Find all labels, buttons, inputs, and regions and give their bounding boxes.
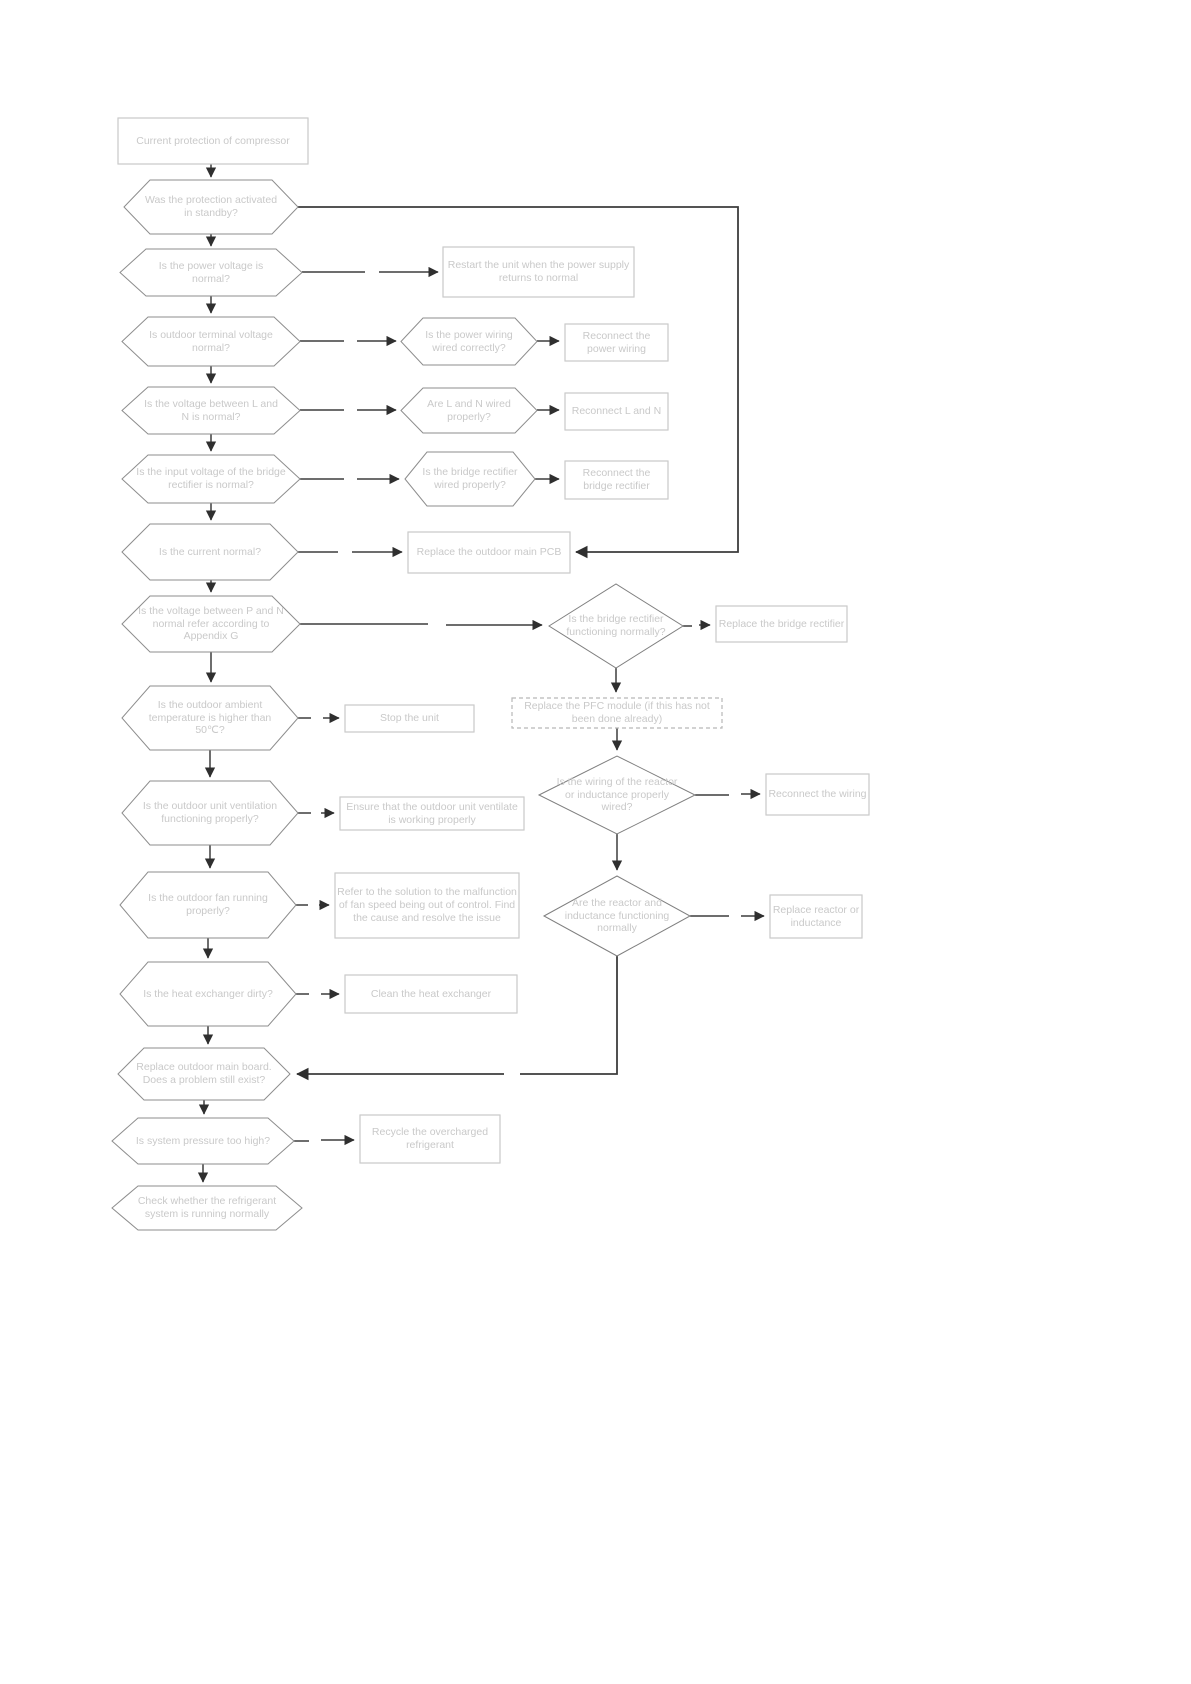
node-pn-shape [121,595,301,653]
node-start-shape [117,117,309,165]
node-replace-pcb-shape [407,531,571,574]
node-standby-shape [123,179,299,235]
node-ambient-shape [121,685,299,751]
node-pressure-shape [111,1117,295,1165]
node-recycle-shape [359,1114,501,1164]
node-reconnect-wiring-shape [765,773,870,816]
node-clean-shape [344,974,518,1014]
node-bridge-func-shape [548,583,684,669]
connector-standby-replacepcb [298,206,739,559]
node-reconnect-ln-shape [564,392,669,431]
node-reactor-func-shape [542,875,692,957]
node-replace-reactor-shape [769,894,863,939]
node-powerwire-shape [400,317,538,366]
node-stop-shape [344,704,475,733]
diamond-node-group [537,583,697,957]
node-heat-shape [119,961,297,1027]
node-ensure-shape [339,796,525,831]
connector-reactorfunc-board-a [520,956,618,1075]
node-bridgewire-shape [404,451,536,507]
node-pfc-shape [511,697,723,729]
node-check-shape [111,1185,303,1231]
node-terminal-shape [121,316,301,367]
node-reconnect-power-shape [564,323,669,362]
node-restart-shape [442,246,635,298]
hex-node-group [111,179,538,1231]
node-power-shape [119,248,303,297]
node-current-shape [121,523,299,581]
node-fan-shape [119,871,297,939]
node-vent-shape [121,780,299,846]
rect-node-group [117,117,870,1164]
node-reactor-wiring-shape [537,755,697,835]
node-reconnect-bridge-shape [564,460,669,500]
node-lnwire-shape [400,387,538,434]
node-replace-bridge-shape [715,605,848,643]
node-refer-shape [334,872,520,939]
node-replace-board-shape [117,1047,291,1101]
node-bridgein-shape [121,454,301,504]
node-ln-shape [121,386,301,435]
connector-group [197,164,765,1183]
